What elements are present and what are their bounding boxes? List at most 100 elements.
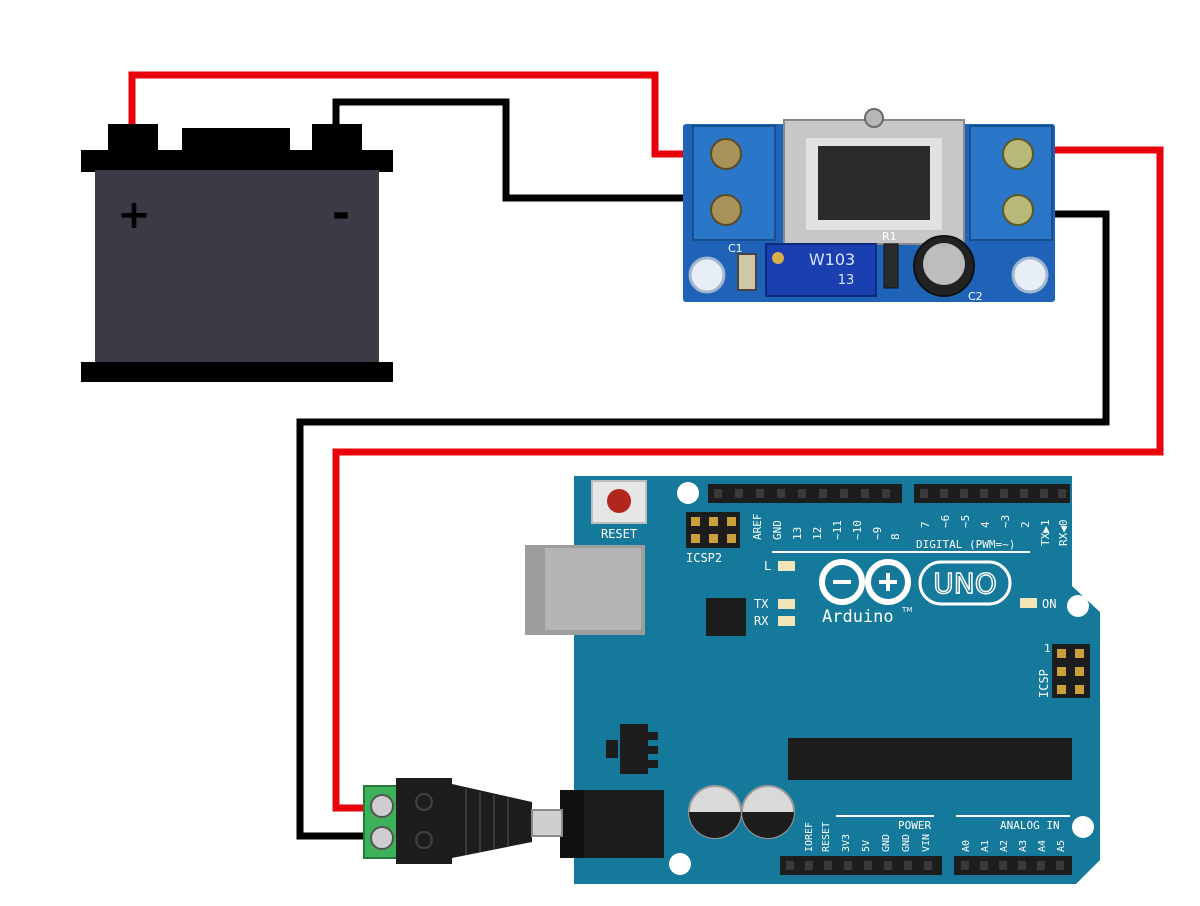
regulator-r1 bbox=[883, 243, 899, 289]
arduino-model-label: UNO bbox=[933, 567, 996, 600]
dc-jack-adapter-screw-1 bbox=[370, 794, 394, 818]
regulator-output-screw-1 bbox=[1002, 138, 1034, 170]
pin-label: 2 bbox=[1019, 521, 1032, 528]
arduino-icsp2-label: ICSP2 bbox=[686, 551, 722, 565]
pin-label: A0 bbox=[961, 840, 972, 852]
pin-label: GND bbox=[901, 834, 912, 852]
dc-jack-adapter-screw-2 bbox=[370, 826, 394, 850]
pin-label: A2 bbox=[999, 840, 1010, 852]
arduino-header-digital-high bbox=[708, 484, 902, 503]
pin-label: 7 bbox=[919, 521, 932, 528]
arduino-led-on-label: ON bbox=[1042, 597, 1056, 611]
arduino-model-badge bbox=[918, 560, 1012, 606]
dc-jack-adapter-plug bbox=[531, 809, 563, 837]
arduino-mount-hole-1 bbox=[677, 482, 699, 504]
dc-jack-adapter-minus-mark bbox=[415, 831, 433, 849]
regulator-c2-top bbox=[923, 243, 965, 285]
arduino-digital-pin-labels-low: 7 ~6 ~5 4 ~3 2 TX▶1 RX◀0 bbox=[919, 515, 1070, 546]
arduino-icsp2-header bbox=[686, 512, 740, 548]
arduino-header-digital-low bbox=[914, 484, 1070, 503]
arduino-capacitor-2 bbox=[741, 785, 795, 839]
regulator-pot-adjust-screw bbox=[772, 252, 784, 264]
regulator-potentiometer bbox=[765, 243, 877, 297]
pin-label: GND bbox=[881, 834, 892, 852]
arduino-pcb bbox=[574, 476, 1100, 884]
battery-base bbox=[81, 362, 393, 382]
pin-label: 13 bbox=[791, 527, 804, 540]
regulator-pot-label: W103 bbox=[809, 250, 855, 269]
arduino-brand: Arduino bbox=[822, 607, 894, 627]
arduino-led-l bbox=[778, 561, 795, 571]
wire-regulator-out-plus-to-jack bbox=[332, 146, 1164, 812]
regulator-r1-label: R1 bbox=[882, 230, 897, 243]
regulator-mount-hole-left bbox=[688, 256, 726, 294]
arduino-power-pin-labels: IOREF RESET 3V3 5V GND GND VIN bbox=[804, 822, 932, 852]
arduino-led-tx bbox=[778, 599, 795, 609]
arduino-regulator-pin bbox=[648, 732, 658, 740]
regulator-output-screw-2 bbox=[1002, 194, 1034, 226]
pin-label: 12 bbox=[811, 527, 824, 540]
arduino-digital-label: DIGITAL (PWM=~) bbox=[916, 538, 1015, 551]
pin-label: ~6 bbox=[939, 515, 952, 528]
wires bbox=[128, 71, 1164, 840]
arduino-led-on bbox=[1020, 598, 1037, 608]
arduino-regulator-pin bbox=[648, 746, 658, 754]
regulator-pot-sub: 13 bbox=[838, 273, 855, 288]
arduino-icsp-pin1-label: 1 bbox=[1044, 642, 1051, 655]
arduino-analog-pin-labels: A0 A1 A2 A3 A4 A5 bbox=[961, 840, 1067, 852]
pin-label: A5 bbox=[1056, 840, 1067, 852]
regulator-input-screw-1 bbox=[710, 138, 742, 170]
pin-label: ~5 bbox=[959, 515, 972, 528]
arduino-usb-chip bbox=[706, 598, 746, 636]
wire-regulator-out-minus-to-jack bbox=[296, 210, 1110, 840]
dc-jack-adapter-strain-relief bbox=[452, 784, 532, 858]
pin-label: ~10 bbox=[851, 520, 864, 540]
arduino-digital-pin-labels-high: AREF GND 13 12 ~11 ~10 ~9 8 bbox=[751, 514, 902, 541]
battery-minus-label: - bbox=[332, 188, 350, 239]
wire-battery-minus-to-regulator-in bbox=[332, 98, 690, 202]
pin-label: 8 bbox=[889, 533, 902, 540]
pin-label: A1 bbox=[980, 840, 991, 852]
arduino-reset-button[interactable] bbox=[607, 489, 631, 513]
pin-label: TX▶1 bbox=[1039, 520, 1052, 547]
battery-body bbox=[95, 170, 379, 364]
arduino-regulator-tab bbox=[606, 740, 618, 758]
pin-label: 3V3 bbox=[841, 834, 852, 852]
arduino-led-l-label: L bbox=[764, 559, 771, 573]
arduino-mount-hole-4 bbox=[669, 853, 691, 875]
arduino-brand-tm: TM bbox=[901, 606, 912, 614]
pin-label: ~11 bbox=[831, 520, 844, 540]
arduino-led-rx bbox=[778, 616, 795, 626]
arduino-mount-hole-3 bbox=[1072, 816, 1094, 838]
regulator-ic bbox=[818, 146, 930, 220]
pin-label: A3 bbox=[1018, 840, 1029, 852]
pin-label: 5V bbox=[861, 840, 872, 852]
arduino-logo-icon bbox=[819, 559, 911, 605]
arduino-regulator-chip bbox=[620, 724, 648, 774]
arduino-icsp-header bbox=[1052, 644, 1090, 698]
pin-label: IOREF bbox=[804, 822, 815, 852]
regulator-c1 bbox=[737, 253, 757, 291]
regulator-c1-label: C1 bbox=[728, 242, 743, 255]
arduino-mount-hole-2 bbox=[1067, 595, 1089, 617]
pin-label: RESET bbox=[821, 822, 832, 852]
regulator-c2-label: C2 bbox=[968, 290, 983, 303]
battery-terminal-minus bbox=[312, 124, 362, 154]
pin-label: 4 bbox=[979, 521, 992, 528]
voltage-regulator-module: C1 W103 13 R1 C2 bbox=[683, 108, 1055, 303]
arduino-dc-jack-face bbox=[560, 790, 584, 858]
pin-label: RX◀0 bbox=[1057, 520, 1070, 547]
battery: + - bbox=[81, 124, 393, 382]
regulator-input-screw-2 bbox=[710, 194, 742, 226]
battery-plus-label: + bbox=[117, 192, 151, 238]
arduino-usb-connector-face bbox=[545, 548, 641, 630]
battery-terminal-plus bbox=[108, 124, 158, 154]
arduino-uno: RESET ICSP2 AREF GND 13 12 bbox=[525, 476, 1100, 884]
dc-jack-adapter-ridges bbox=[465, 789, 509, 855]
arduino-analog-label: ANALOG IN bbox=[1000, 819, 1060, 832]
wire-battery-plus-to-regulator-in bbox=[128, 71, 690, 158]
regulator-mount-hole-right bbox=[1011, 256, 1049, 294]
dc-jack-adapter bbox=[363, 778, 563, 864]
